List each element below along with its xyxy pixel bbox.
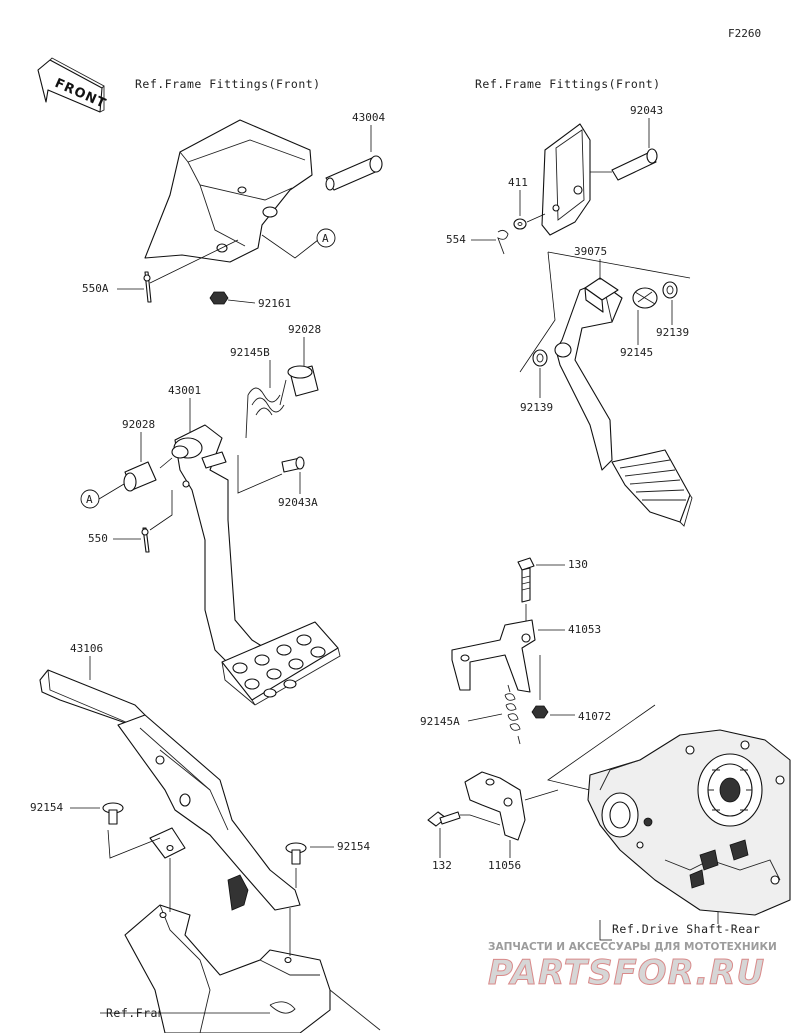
washer-411 — [513, 218, 527, 230]
label-43106: 43106 — [70, 642, 103, 655]
svg-text:A: A — [322, 232, 329, 245]
label-92161: 92161 — [258, 297, 291, 310]
label-92043a: 92043A — [278, 496, 318, 509]
pedal-pad-right — [611, 449, 693, 527]
label-92028-top: 92028 — [288, 323, 321, 336]
ref-frame-fittings-right: Ref.Frame Fittings(Front) — [475, 77, 661, 91]
callout-a-upper: A — [316, 228, 336, 248]
label-92139-left: 92139 — [520, 401, 553, 414]
nut-41072 — [531, 705, 549, 719]
label-43004: 43004 — [352, 111, 385, 124]
spring-92145a — [504, 684, 521, 745]
label-92145b: 92145B — [230, 346, 270, 359]
collar-92028-left — [123, 461, 157, 492]
clip-554 — [497, 229, 509, 255]
label-92154-right: 92154 — [337, 840, 370, 853]
bracket-41053 — [451, 619, 536, 693]
label-92139-right: 92139 — [656, 326, 689, 339]
bolt-92154-right — [285, 842, 307, 865]
damper-39075 — [584, 277, 619, 313]
pin-92043 — [611, 148, 658, 181]
watermark-tagline: ЗАПЧАСТИ И АКСЕССУАРЫ ДЛЯ МОТОТЕХНИКИ — [488, 941, 777, 953]
frame-section — [124, 904, 381, 1033]
collar-92139-right — [662, 281, 678, 299]
cotter-pin-550 — [141, 527, 150, 553]
bolt-130 — [517, 557, 535, 603]
label-11056: 11056 — [488, 859, 521, 872]
watermark-brand: PARTSFOR.RU — [488, 953, 765, 993]
label-550: 550 — [88, 532, 108, 545]
label-43001: 43001 — [168, 384, 201, 397]
figure-code: F2260 — [728, 27, 761, 40]
bushing-92145 — [632, 287, 658, 309]
label-554: 554 — [446, 233, 466, 246]
collar-92139-left — [532, 342, 572, 367]
ref-drive-shaft-rear: Ref.Drive Shaft-Rear — [612, 922, 760, 936]
pin-43004 — [325, 155, 383, 191]
brake-pedal-43001 — [171, 424, 269, 666]
ref-frame-fittings-left: Ref.Frame Fittings(Front) — [135, 77, 321, 91]
parking-lever-43106 — [39, 669, 301, 911]
label-92028-left: 92028 — [122, 418, 155, 431]
nut-92161 — [209, 291, 229, 305]
collar-92028-top — [287, 365, 319, 397]
bolt-92154-left — [102, 802, 124, 825]
label-39075: 39075 — [574, 245, 607, 258]
label-550a: 550A — [82, 282, 109, 295]
label-411: 411 — [508, 176, 528, 189]
bolt-92043a — [281, 456, 305, 473]
callout-a-lower: A — [80, 489, 100, 509]
label-92145a: 92145A — [420, 715, 460, 728]
svg-text:A: A — [86, 493, 93, 506]
bracket-11056 — [464, 771, 526, 841]
frame-bracket-left — [144, 119, 313, 263]
label-92154-left: 92154 — [30, 801, 63, 814]
accelerator-pedal-arm — [555, 281, 623, 471]
label-132: 132 — [432, 859, 452, 872]
frame-bracket-right — [541, 123, 591, 236]
spring-92145b — [245, 379, 287, 439]
gearcase-assembly — [587, 729, 791, 916]
label-130: 130 — [568, 558, 588, 571]
cotter-pin-550a — [143, 271, 152, 303]
label-92145: 92145 — [620, 346, 653, 359]
pedal-pad-left — [221, 621, 341, 706]
bolt-132 — [427, 811, 461, 827]
front-direction-indicator: FRONT — [37, 57, 108, 113]
label-92043: 92043 — [630, 104, 663, 117]
label-41072: 41072 — [578, 710, 611, 723]
label-41053: 41053 — [568, 623, 601, 636]
